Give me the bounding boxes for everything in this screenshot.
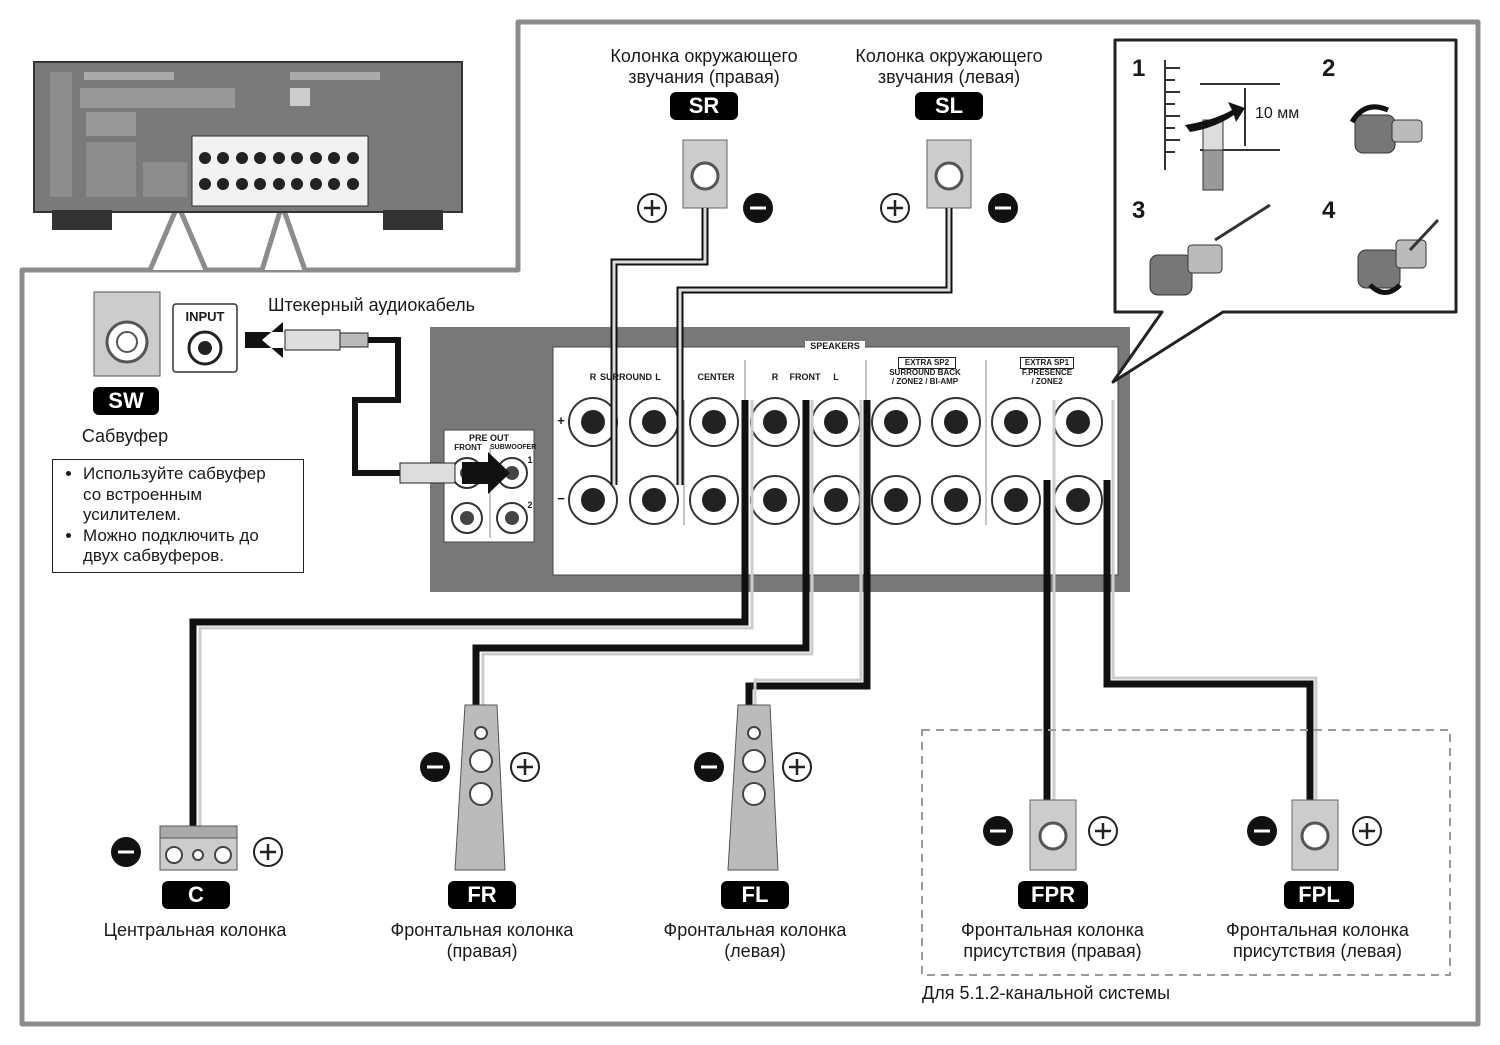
pre-out-label: PRE OUT — [468, 433, 509, 443]
extra-sp2-sub1: SURROUND BACK — [889, 368, 961, 377]
sw-caption: Сабвуфер — [81, 426, 169, 446]
sl-caption-line2: звучания (левая) — [877, 67, 1021, 87]
fpl-caption: Фронтальная колонка присутствия (левая) — [1205, 920, 1430, 962]
speakers-label: SPEAKERS — [805, 341, 865, 351]
front-left-speaker-graphic — [727, 704, 779, 871]
fl-caption-line2: (левая) — [724, 941, 786, 961]
c-badge: C — [162, 881, 230, 909]
input-label: INPUT — [185, 309, 225, 324]
fl-badge: FL — [721, 881, 789, 909]
note-1-line3: усилителем. — [83, 505, 181, 524]
fpl-caption-line2: присутствия (левая) — [1232, 941, 1403, 961]
subwoofer-graphic — [93, 291, 238, 377]
extra-sp2-sub2: / ZONE2 / BI-AMP — [891, 377, 959, 386]
pre-out-subwoofer-label: SUBWOOFER — [490, 444, 537, 451]
step-3-label: 3 — [1132, 197, 1146, 224]
fpr-badge: FPR — [1018, 881, 1088, 909]
pre-out-2-label: 2 — [527, 500, 533, 510]
strip-length-label: 10 мм — [1255, 105, 1300, 123]
extra-sp1-sub1: F.PRESENCE — [1021, 368, 1073, 377]
minus-label: − — [557, 491, 565, 506]
outline-frame — [19, 19, 1481, 1027]
surround-label: SURROUND — [600, 372, 653, 382]
footer-note: Для 5.1.2-канальной системы — [922, 983, 1171, 1003]
fpr-caption-line1: Фронтальная колонка — [961, 920, 1144, 940]
fpr-caption-line2: присутствия (правая) — [963, 941, 1142, 961]
front-right-speaker-graphic — [454, 704, 506, 871]
speaker-terminal-board — [552, 346, 1119, 576]
sl-speaker-graphic — [926, 139, 972, 209]
sr-caption-line1: Колонка окружающего — [610, 46, 798, 66]
fpl-speaker-graphic — [1291, 799, 1339, 871]
connection-arrow — [462, 452, 510, 494]
sl-caption: Колонка окружающего звучания (левая) — [838, 46, 1060, 88]
speaker-terminals — [568, 360, 1103, 525]
polarity-symbols — [111, 193, 1382, 867]
receiver-rear — [33, 61, 463, 230]
sl-badge: SL — [915, 92, 983, 120]
subwoofer-cable — [245, 322, 456, 484]
surround-r: R — [589, 372, 597, 382]
subwoofer-notes: Используйте сабвуфер со встроенным усили… — [52, 459, 304, 573]
step-2-label: 2 — [1322, 55, 1336, 82]
sr-badge: SR — [670, 92, 738, 120]
fpr-caption: Фронтальная колонка присутствия (правая) — [940, 920, 1165, 962]
fl-caption-line1: Фронтальная колонка — [663, 920, 847, 940]
optional-speakers-box — [921, 729, 1451, 976]
note-item: Используйте сабвуфер со встроенным усили… — [83, 464, 295, 526]
cable-label: Штекерный аудиокабель — [268, 295, 476, 315]
sl-caption-line1: Колонка окружающего — [855, 46, 1043, 66]
sr-caption: Колонка окружающего звучания (правая) — [593, 46, 815, 88]
extra-sp1-sub2: / ZONE2 — [1031, 377, 1063, 386]
sr-speaker-graphic — [682, 139, 728, 209]
extra-sp2-label: EXTRA SP2 — [898, 357, 956, 369]
note-item: Можно подключить до двух сабвуферов. — [83, 526, 295, 567]
note-1-line2: со встроенным — [83, 484, 203, 504]
fpr-speaker-graphic — [1029, 799, 1077, 871]
cable-arrow — [245, 322, 283, 358]
extra-sp1-label: EXTRA SP1 — [1020, 357, 1074, 369]
pre-out-front-label: FRONT — [454, 443, 482, 452]
c-caption: Центральная колонка — [103, 920, 287, 940]
plus-label: + — [557, 413, 565, 428]
front-r: R — [771, 372, 779, 382]
center-label: CENTER — [697, 372, 735, 382]
speaker-cables — [189, 208, 1318, 828]
note-1-line1: Используйте сабвуфер — [83, 464, 266, 483]
fr-badge: FR — [448, 881, 516, 909]
fr-caption: Фронтальная колонка (правая) — [372, 920, 592, 962]
fr-caption-line1: Фронтальная колонка — [390, 920, 574, 940]
center-speaker-graphic — [159, 825, 238, 871]
fl-caption: Фронтальная колонка (левая) — [645, 920, 865, 962]
fr-caption-line2: (правая) — [446, 941, 518, 961]
front-l: L — [833, 372, 839, 382]
pre-out-1-label: 1 — [527, 455, 533, 465]
note-2-line1: Можно подключить до — [83, 525, 259, 545]
fpl-caption-line1: Фронтальная колонка — [1226, 920, 1409, 940]
step-4-label: 4 — [1322, 197, 1336, 224]
wiring-steps-inset — [1111, 38, 1458, 384]
sw-badge: SW — [93, 387, 159, 415]
step-1-label: 1 — [1132, 55, 1146, 82]
note-2-line2: двух сабвуферов. — [83, 546, 225, 565]
front-label: FRONT — [789, 372, 821, 382]
fpl-badge: FPL — [1284, 881, 1354, 909]
surround-l: L — [655, 372, 661, 382]
callout-pointer — [147, 197, 308, 271]
sr-caption-line2: звучания (правая) — [628, 67, 780, 87]
